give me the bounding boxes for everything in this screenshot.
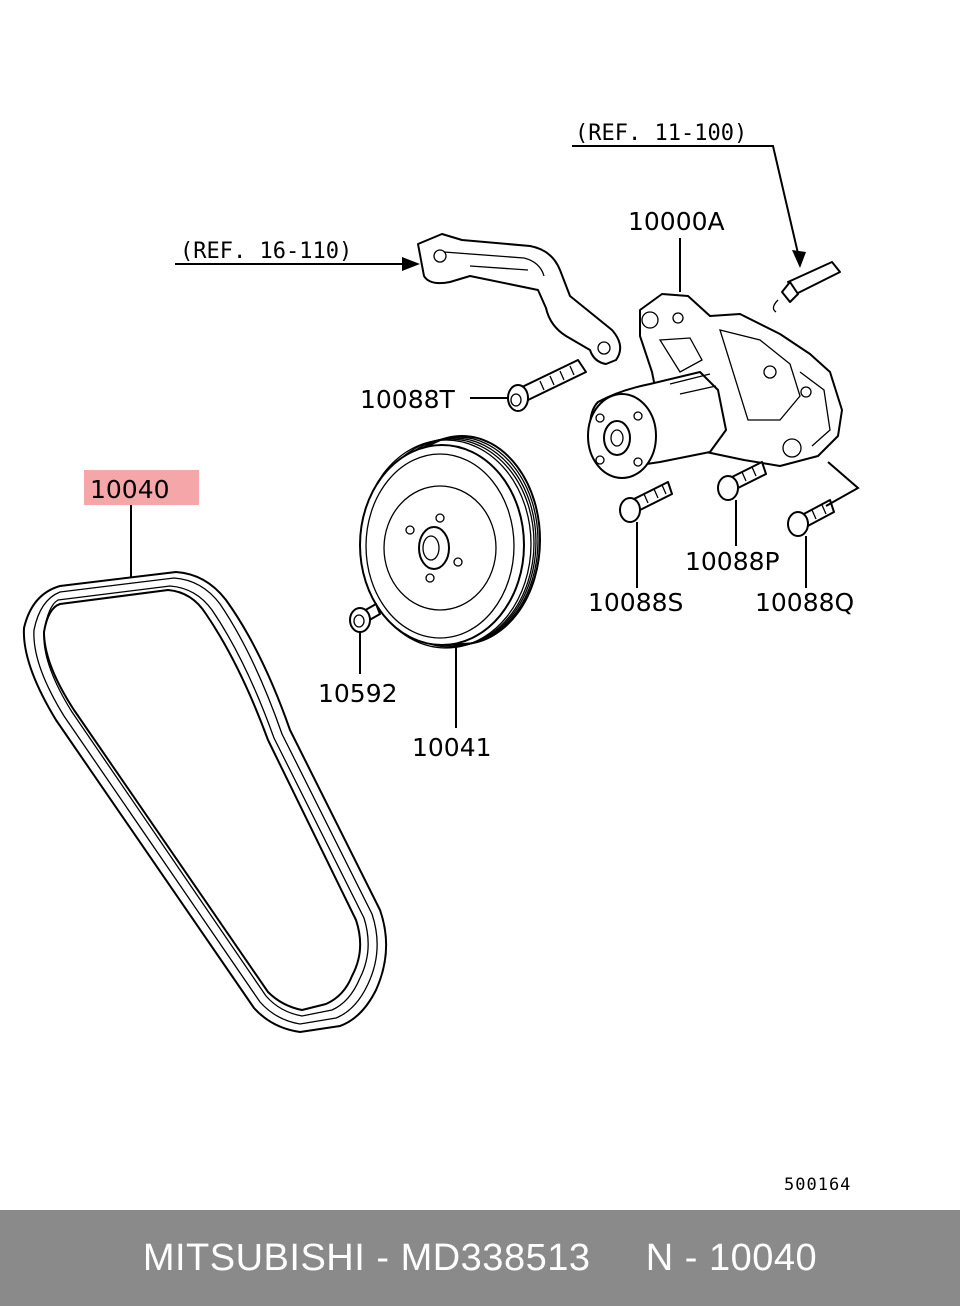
parts-diagram: (REF. 11-100) (REF. 16-110) bbox=[22, 121, 860, 1195]
part-label-bolt-s[interactable]: 10088S bbox=[588, 588, 683, 617]
highlight-box bbox=[84, 470, 199, 505]
bracket[interactable] bbox=[417, 233, 622, 365]
part-label-bolt-q[interactable]: 10088Q bbox=[755, 588, 854, 617]
pulley[interactable] bbox=[359, 435, 541, 649]
reference-label-top[interactable]: (REF. 11-100) bbox=[575, 121, 747, 146]
reference-leader-top bbox=[572, 145, 801, 263]
bolt-10088q[interactable] bbox=[787, 499, 835, 537]
bolt-10088p[interactable] bbox=[717, 461, 767, 501]
sealant-tube[interactable] bbox=[772, 261, 841, 313]
part-label-pulley-bolt[interactable]: 10592 bbox=[318, 679, 398, 708]
arrowhead-icon bbox=[402, 257, 420, 271]
figure-code: 500164 bbox=[784, 1175, 851, 1195]
footer-bar: MITSUBISHI - MD338513 N - 10040 bbox=[0, 1210, 960, 1306]
water-pump[interactable] bbox=[587, 293, 843, 479]
part-label-bolt-p[interactable]: 10088P bbox=[685, 547, 780, 576]
pulley-bolt[interactable] bbox=[349, 603, 381, 633]
part-number-caption: MITSUBISHI - MD338513 N - 10040 bbox=[142, 1236, 818, 1279]
bolt-10088s[interactable] bbox=[619, 481, 673, 523]
part-label-water-pump[interactable]: 10000A bbox=[628, 207, 725, 236]
bolt-10088t[interactable] bbox=[507, 359, 587, 412]
part-label-pulley[interactable]: 10041 bbox=[412, 733, 492, 762]
reference-label-left[interactable]: (REF. 16-110) bbox=[180, 239, 352, 264]
part-label-belt[interactable]: 10040 bbox=[90, 475, 170, 504]
arrowhead-icon bbox=[792, 250, 806, 268]
part-label-bolt-t[interactable]: 10088T bbox=[360, 385, 456, 414]
drive-belt[interactable] bbox=[22, 571, 388, 1033]
leader-bolt-q-branch bbox=[825, 461, 860, 507]
